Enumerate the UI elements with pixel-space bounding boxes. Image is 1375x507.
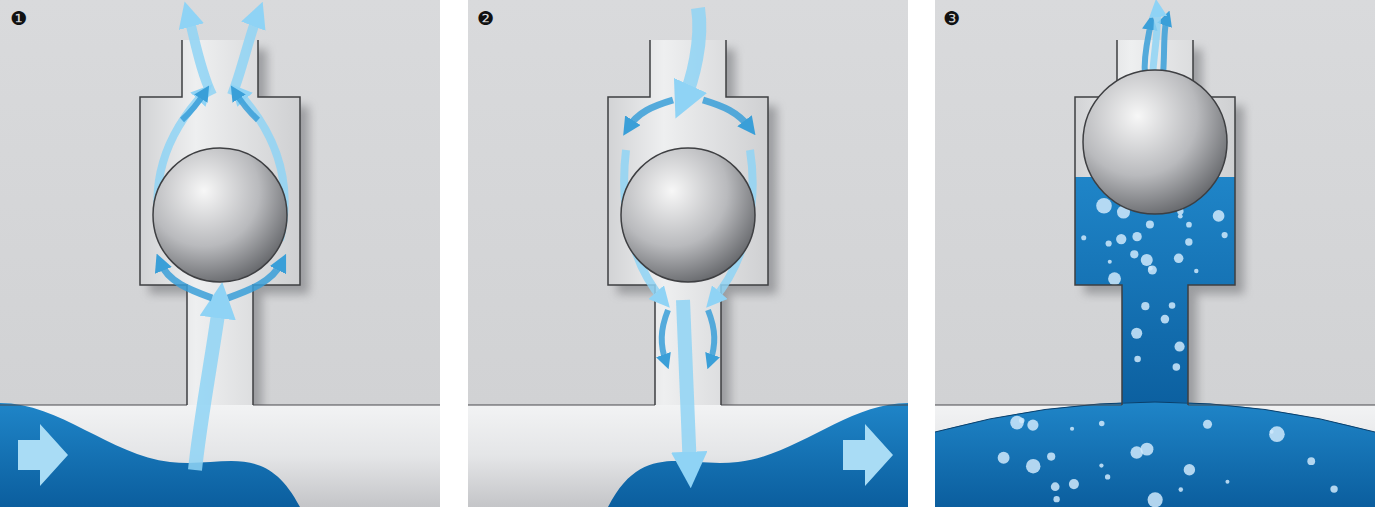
air-bubble	[1330, 485, 1337, 492]
float-ball	[1083, 70, 1227, 214]
air-bubble	[1051, 482, 1060, 491]
air-bubble	[1174, 341, 1184, 351]
air-bubble	[1027, 420, 1038, 431]
callout-wrap: ❷	[477, 9, 494, 28]
air-bubble	[1169, 302, 1176, 309]
air-bubble	[1222, 232, 1228, 238]
callout-wrap: ❸	[943, 9, 960, 28]
float-ball	[153, 148, 287, 282]
air-bubble	[1173, 363, 1181, 371]
water	[0, 403, 300, 507]
air-bubble	[1141, 254, 1153, 266]
air-bubble	[1225, 480, 1229, 484]
air-bubble	[1179, 487, 1184, 492]
air-bubble	[1099, 463, 1103, 467]
air-bubble	[1096, 198, 1112, 214]
valve-body	[140, 40, 300, 405]
air-bubble	[1069, 479, 1079, 489]
air-bubble	[1140, 443, 1153, 456]
air-bubble	[1184, 464, 1195, 475]
air-flow-arrow	[628, 100, 673, 128]
air-bubble	[1203, 420, 1212, 429]
air-bubble	[1161, 315, 1170, 324]
air-bubble	[1131, 328, 1142, 339]
air-bubble	[1108, 272, 1121, 285]
air-bubble	[1185, 238, 1192, 245]
air-bubble	[1010, 416, 1024, 430]
air-flow-arrow	[235, 92, 258, 120]
air-flow-arrow	[1153, 8, 1158, 70]
callout-wrap: ❶	[10, 9, 27, 28]
callout-number: ❶	[10, 9, 27, 28]
water	[608, 403, 908, 507]
air-bubble	[1148, 492, 1163, 507]
air-bubble	[1213, 210, 1225, 222]
water	[935, 402, 1375, 507]
panel-ground	[468, 0, 908, 507]
air-bubble	[1116, 234, 1126, 244]
air-flow-arrow	[683, 300, 690, 470]
air-bubble	[1141, 302, 1149, 310]
air-bubble	[1174, 254, 1184, 264]
air-bubble	[1070, 427, 1074, 431]
air-flow-arrow	[662, 310, 668, 362]
air-bubble	[1186, 222, 1192, 228]
air-bubble	[1178, 214, 1183, 219]
air-bubble	[1081, 235, 1086, 240]
air-bubble	[1047, 452, 1055, 460]
callout-number: ❸	[943, 9, 960, 28]
air-flow-arrow	[232, 14, 258, 95]
valve-panel	[0, 0, 440, 507]
air-bubble	[1026, 459, 1040, 473]
air-flow-arrow	[195, 300, 220, 470]
air-flow-arrow	[703, 100, 750, 128]
air-flow-arrow	[683, 8, 699, 102]
air-bubble	[1194, 269, 1198, 273]
air-flow-arrow	[182, 92, 205, 120]
callout-number: ❷	[477, 9, 494, 28]
air-bubble	[1053, 496, 1059, 502]
valve-panel	[468, 0, 908, 507]
air-flow-arrow	[188, 14, 212, 95]
panel-ground	[0, 0, 440, 507]
air-flow-arrow	[1163, 18, 1167, 75]
air-flow-arrow	[708, 310, 714, 362]
air-bubble	[1146, 221, 1154, 229]
water-flow-arrow	[843, 424, 893, 486]
air-bubble	[1108, 260, 1112, 264]
air-bubble	[1132, 232, 1141, 241]
air-bubble	[1307, 457, 1315, 465]
air-bubble	[1269, 426, 1285, 442]
air-bubble	[1105, 474, 1110, 479]
valve-panel	[935, 0, 1375, 507]
air-bubble	[998, 452, 1010, 464]
air-bubble	[1134, 356, 1141, 363]
air-bubble	[1148, 265, 1157, 274]
float-ball	[621, 148, 755, 282]
air-bubble	[1106, 240, 1112, 246]
panel-ground	[935, 0, 1375, 507]
air-bubble	[1099, 421, 1105, 427]
water-flow-arrow	[18, 424, 68, 486]
air-bubble	[1130, 250, 1138, 258]
